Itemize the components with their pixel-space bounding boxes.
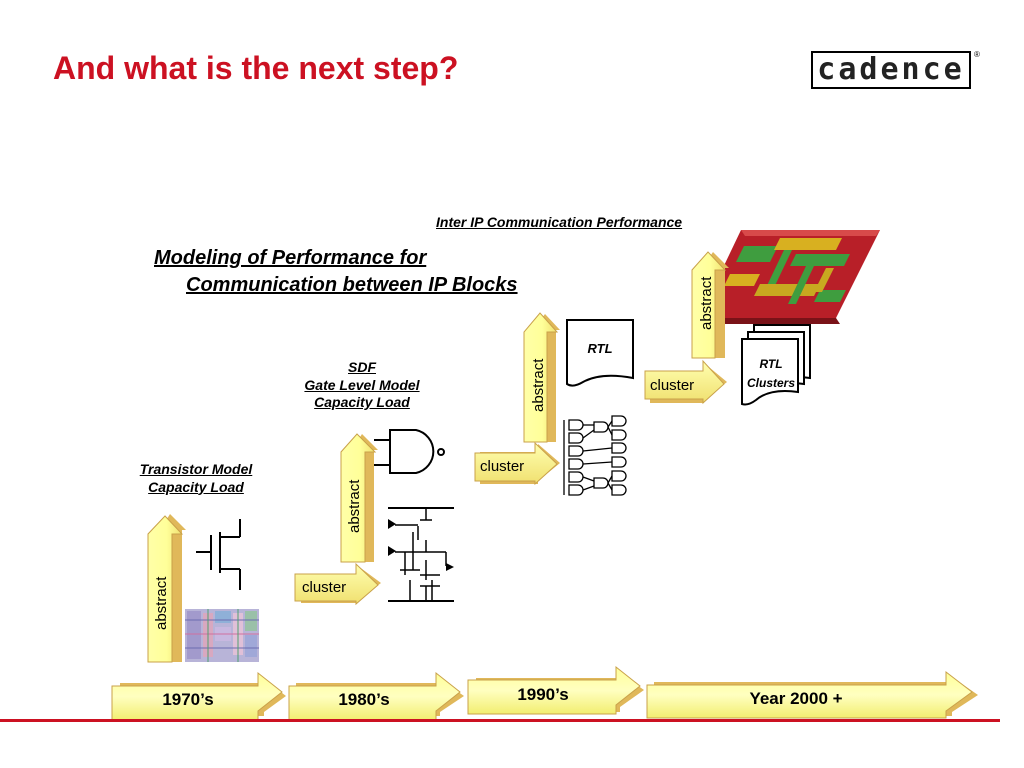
cadence-logo: cadence	[811, 51, 971, 89]
label-2000-header: Inter IP Communication Performance	[436, 214, 683, 230]
rtl-clusters-line2: Clusters	[747, 376, 795, 390]
label-1970-line1: Transistor Model	[139, 461, 253, 477]
transistor-symbol	[196, 519, 241, 590]
cluster-arrow-2000	[644, 359, 727, 405]
nand-gate-symbol	[374, 429, 445, 474]
label-1980-line2: Gate Level Model	[304, 376, 420, 393]
page-title: And what is the next step?	[53, 50, 459, 86]
headline-line2: Communication between IP Blocks	[186, 274, 518, 296]
headline-line1: Modeling of Performance for	[154, 247, 427, 269]
abstract-arrow-1970	[147, 514, 186, 663]
circuit-markers	[388, 519, 454, 571]
layout-thumbnail	[185, 609, 259, 662]
cluster-label-1990: cluster	[480, 458, 524, 475]
label-1970: Transistor Model Capacity Load	[118, 461, 274, 496]
cluster-label-2000: cluster	[650, 377, 694, 394]
gate-network-symbol	[563, 415, 627, 496]
rtl-document	[566, 319, 634, 387]
label-1970-line2: Capacity Load	[148, 478, 244, 495]
era-arrow-2000	[646, 670, 978, 719]
rtl-label: RTL	[587, 341, 612, 356]
era-label-2000: Year 2000 +	[749, 689, 842, 708]
rtl-clusters-documents	[741, 324, 811, 406]
footer-divider	[0, 719, 1000, 722]
gate-circuit-symbol	[388, 507, 454, 602]
abstract-arrow-1980	[340, 433, 378, 563]
rtl-clusters-line1: RTL	[759, 357, 782, 371]
abstract-label-1980: abstract	[346, 479, 363, 533]
registered-mark: ®	[974, 50, 980, 59]
chip-layout	[699, 230, 880, 324]
abstract-arrow-2000	[691, 251, 729, 359]
label-1980: SDF Gate Level Model Capacity Load	[282, 359, 442, 412]
era-label-1990: 1990’s	[517, 685, 568, 704]
cluster-label-1980: cluster	[302, 579, 346, 596]
cluster-arrow-1980	[294, 562, 381, 606]
era-arrow-1980	[288, 671, 464, 721]
logo-text: cadence	[817, 52, 965, 87]
abstract-label-1970: abstract	[153, 576, 170, 630]
abstract-label-2000: abstract	[698, 276, 715, 330]
abstract-arrow-1990	[523, 312, 560, 443]
era-arrow-1990	[467, 665, 644, 715]
era-label-1970: 1970’s	[162, 690, 213, 709]
cluster-arrow-1990	[474, 441, 560, 486]
era-label-1980: 1980’s	[338, 690, 389, 709]
label-1980-line3: Capacity Load	[314, 394, 410, 410]
label-1980-line1: SDF	[348, 359, 376, 375]
abstract-label-1990: abstract	[530, 358, 547, 412]
